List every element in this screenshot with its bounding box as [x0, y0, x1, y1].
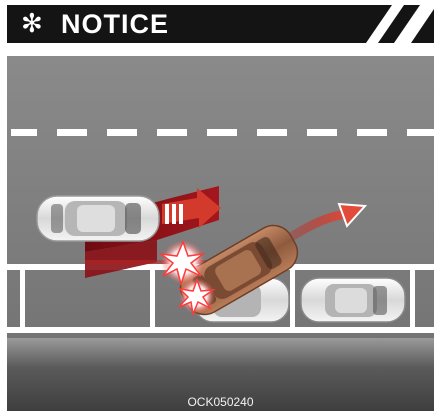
notice-title: NOTICE: [61, 5, 169, 43]
figure-code: OCK050240: [7, 394, 434, 410]
parked-car-right: [301, 278, 405, 322]
notice-header: ✻ NOTICE: [7, 5, 434, 43]
lane-marking: [11, 129, 434, 136]
header-stripes: [344, 5, 434, 43]
approaching-car-icon: [37, 196, 159, 241]
parking-illustration: OCK050240: [7, 56, 434, 411]
asterisk-icon: ✻: [21, 8, 43, 40]
